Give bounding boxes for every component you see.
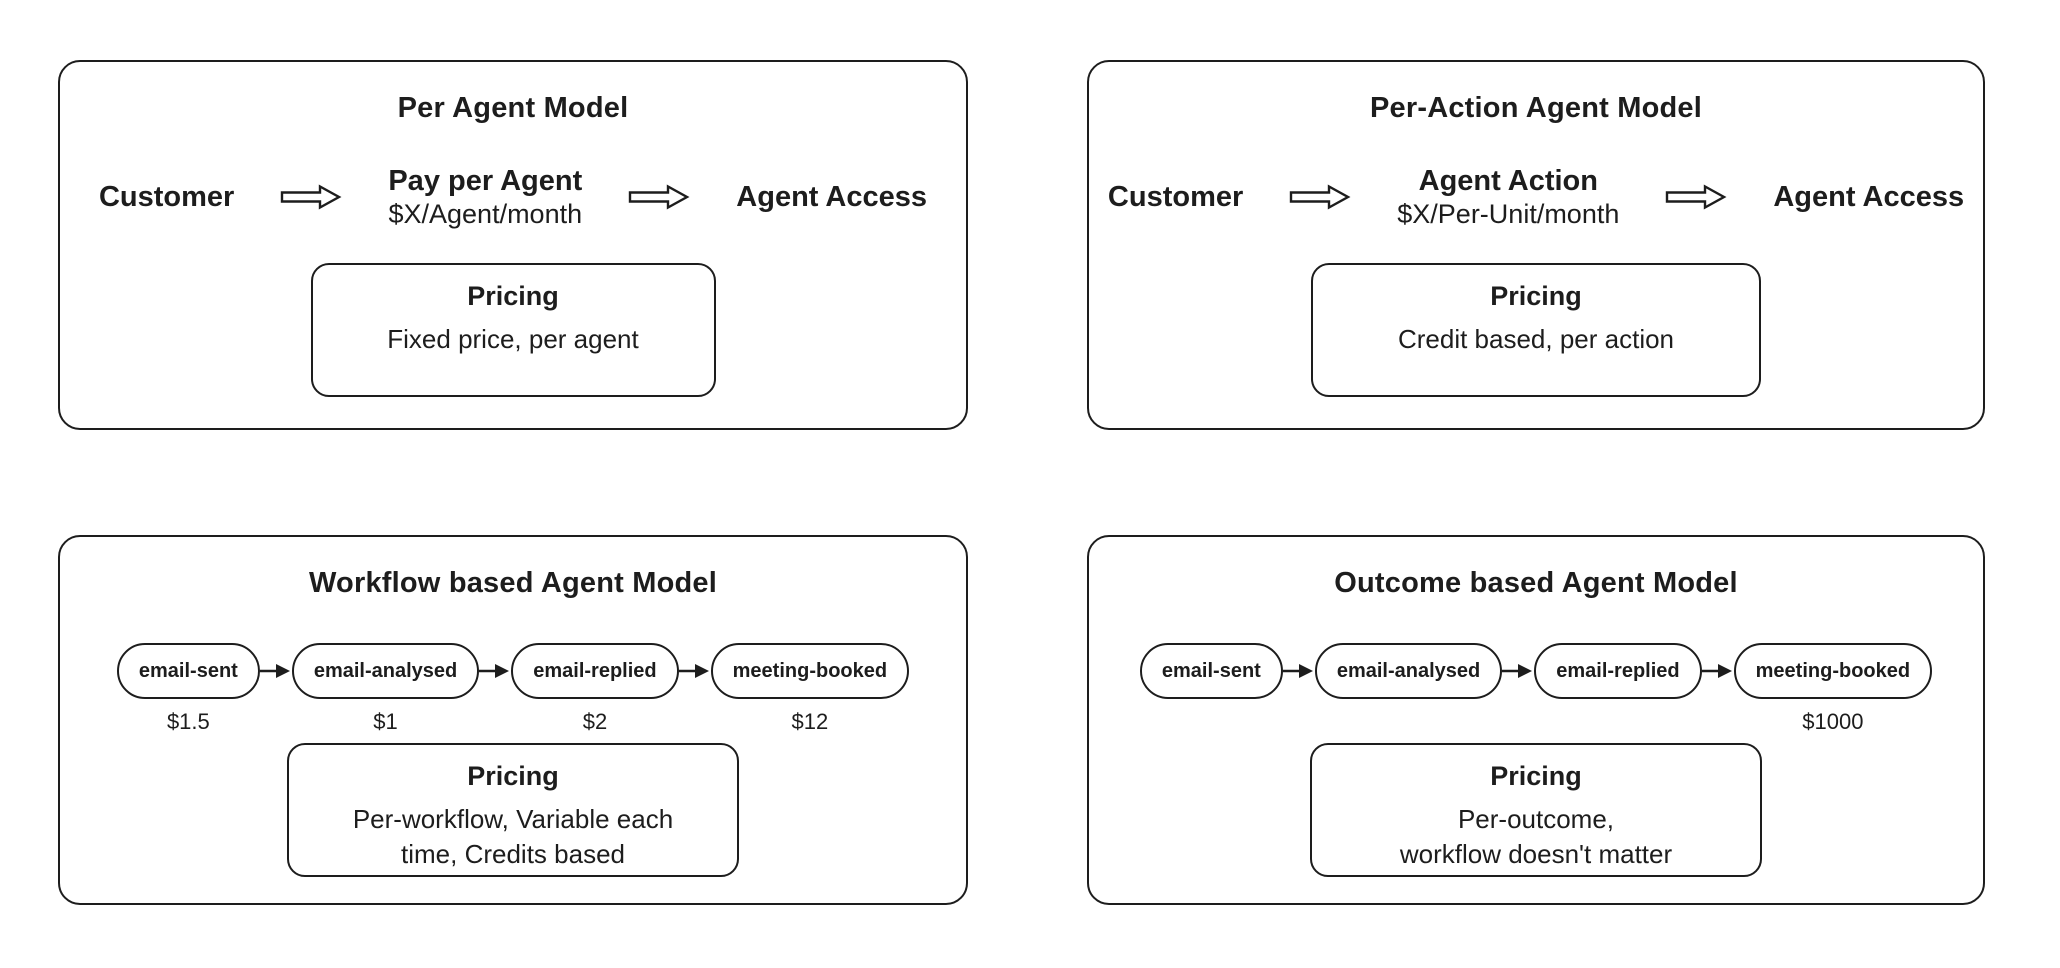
panel-title: Outcome based Agent Model: [1334, 567, 1738, 599]
workflow-step: meeting-booked $12: [710, 643, 910, 735]
pricing-body: Per-workflow, Variable each time, Credit…: [353, 802, 673, 872]
workflow-step: email-analysed $1: [291, 643, 480, 735]
flow-node-title: Pay per Agent: [388, 165, 583, 197]
workflow-step: meeting-booked $1000: [1733, 643, 1933, 735]
workflow-step: email-replied: [1534, 643, 1702, 735]
step-pill: meeting-booked: [710, 643, 910, 699]
panel-title: Per-Action Agent Model: [1370, 92, 1702, 124]
right-arrow-icon: [1502, 664, 1533, 678]
panel-title: Workflow based Agent Model: [309, 567, 717, 599]
workflow-steps-row: email-sent $1.5 email-analysed $1 email-…: [116, 643, 910, 735]
pricing-box: Pricing Per-outcome, workflow doesn't ma…: [1310, 743, 1762, 877]
pricing-line: Credit based, per action: [1397, 324, 1675, 354]
step-pill: email-replied: [511, 643, 679, 699]
right-block-arrow-icon: [1290, 184, 1351, 210]
step-pill: email-replied: [1534, 643, 1702, 699]
panel-outcome-based-agent-model: Outcome based Agent Model email-sent ema…: [1087, 535, 1985, 905]
flow-node-subtitle: $X/Per-Unit/month: [1397, 199, 1620, 229]
step-pill: email-analysed: [291, 643, 480, 699]
pricing-heading: Pricing: [1490, 761, 1582, 791]
pricing-box: Pricing Fixed price, per agent: [310, 263, 716, 397]
right-block-arrow-icon: [1666, 184, 1727, 210]
step-price: $1000: [1802, 709, 1864, 734]
panel-workflow-based-agent-model: Workflow based Agent Model email-sent $1…: [58, 535, 968, 905]
right-arrow-icon: [678, 664, 709, 678]
step-price: $1: [373, 709, 398, 734]
workflow-steps-row: email-sent email-analysed email-replied …: [1139, 643, 1933, 735]
step-price: $2: [582, 709, 608, 734]
pricing-heading: Pricing: [467, 761, 559, 791]
workflow-step: email-analysed: [1314, 643, 1503, 735]
pricing-heading: Pricing: [467, 281, 559, 311]
panel-per-agent-model: Per Agent Model Customer Pay per Agent $…: [58, 60, 968, 430]
pricing-body: Credit based, per action: [1398, 322, 1674, 357]
flow-row: Customer Agent Action $X/Per-Unit/month …: [1108, 164, 1964, 230]
right-arrow-icon: [1701, 664, 1732, 678]
workflow-step: email-sent $1.5: [116, 643, 260, 735]
pricing-line: Fixed price, per agent: [387, 324, 639, 354]
pricing-line: time, Credits based: [401, 839, 625, 869]
workflow-step: email-sent: [1139, 643, 1283, 735]
right-block-arrow-icon: [281, 184, 342, 210]
flow-source-label: Customer: [98, 180, 235, 213]
workflow-step: email-replied $2: [511, 643, 679, 735]
panel-title: Per Agent Model: [397, 92, 629, 124]
panel-per-action-agent-model: Per-Action Agent Model Customer Agent Ac…: [1087, 60, 1985, 430]
flow-source-label: Customer: [1107, 180, 1244, 213]
pricing-body: Per-outcome, workflow doesn't matter: [1400, 802, 1672, 872]
flow-target-label: Agent Access: [1773, 180, 1965, 213]
step-pill: email-sent: [1139, 643, 1283, 699]
step-price: $1.5: [166, 709, 210, 734]
step-pill: email-sent: [116, 643, 260, 699]
pricing-body: Fixed price, per agent: [387, 322, 638, 357]
pricing-box: Pricing Per-workflow, Variable each time…: [287, 743, 739, 877]
right-arrow-icon: [259, 664, 290, 678]
right-block-arrow-icon: [629, 184, 690, 210]
flow-center-node: Agent Action $X/Per-Unit/month: [1397, 164, 1619, 230]
pricing-box: Pricing Credit based, per action: [1311, 263, 1761, 397]
flow-target-label: Agent Access: [736, 180, 928, 213]
right-arrow-icon: [1282, 664, 1313, 678]
pricing-line: workflow doesn't matter: [1399, 839, 1673, 869]
flow-node-title: Agent Action: [1418, 165, 1598, 197]
step-pill: email-analysed: [1314, 643, 1503, 699]
pricing-line: Per-workflow, Variable each: [352, 804, 674, 834]
flow-row: Customer Pay per Agent $X/Agent/month Ag…: [99, 164, 927, 230]
step-price: $12: [791, 709, 829, 734]
pricing-line: Per-outcome,: [1457, 804, 1615, 834]
flow-center-node: Pay per Agent $X/Agent/month: [388, 164, 582, 230]
pricing-heading: Pricing: [1490, 281, 1582, 311]
step-pill: meeting-booked: [1733, 643, 1933, 699]
flow-node-subtitle: $X/Agent/month: [388, 199, 583, 229]
right-arrow-icon: [479, 664, 510, 678]
